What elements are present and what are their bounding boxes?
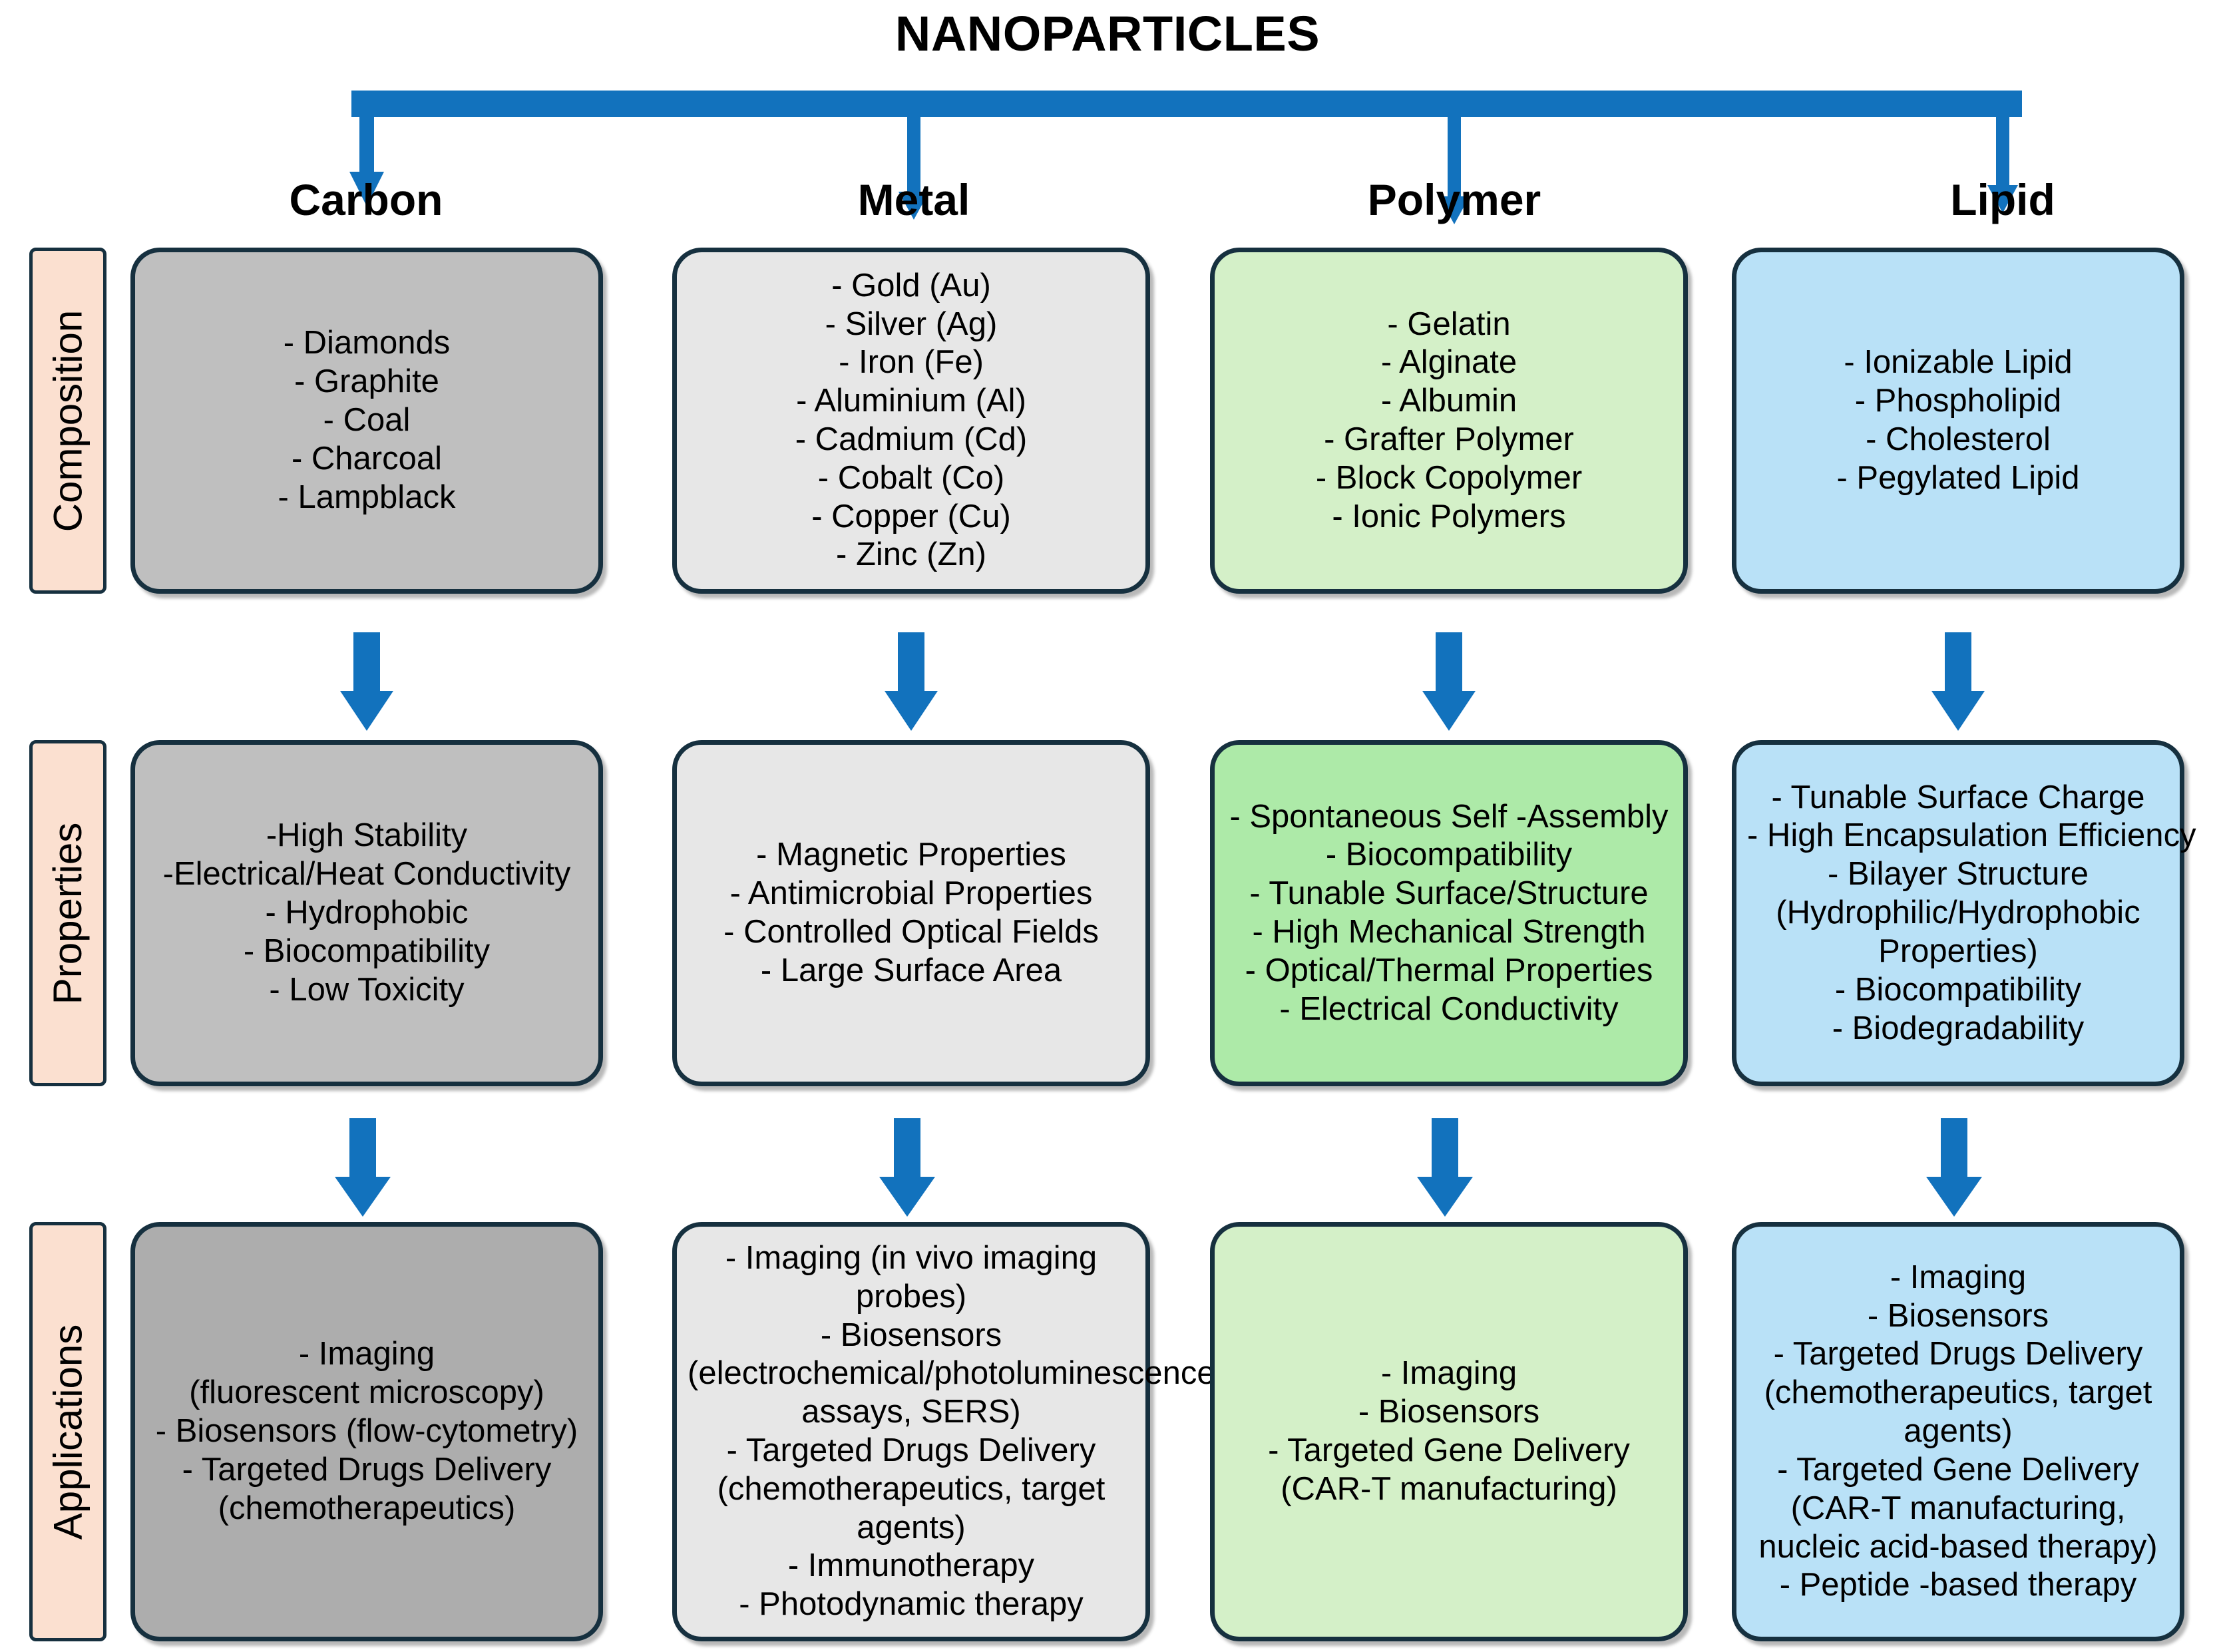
cell-line: - Spontaneous Self -Assembly <box>1229 798 1669 835</box>
cell-composition-carbon: - Diamonds - Graphite - Coal - Charcoal … <box>130 248 603 594</box>
cell-composition-metal: - Gold (Au) - Silver (Ag) - Iron (Fe) - … <box>672 248 1150 594</box>
cell-line: - Targeted Drugs Delivery (chemotherapeu… <box>1764 1336 2152 1450</box>
cell-properties-metal: - Magnetic Properties - Antimicrobial Pr… <box>672 740 1150 1086</box>
cell-line: - Antimicrobial Properties <box>729 875 1093 912</box>
cell-line: - Graphite <box>294 363 439 400</box>
cell-line: - Biosensors <box>1867 1297 2049 1334</box>
cell-line: - Phospholipid <box>1854 383 2062 419</box>
cell-line: - Zinc (Zn) <box>836 536 986 573</box>
cell-line: - Peptide -based therapy <box>1779 1567 2137 1603</box>
cell-composition-polymer: - Gelatin - Alginate - Albumin - Grafter… <box>1210 248 1688 594</box>
cell-properties-carbon: -High Stability -Electrical/Heat Conduct… <box>130 740 603 1086</box>
cell-line: - Silver (Ag) <box>825 306 998 342</box>
cell-properties-polymer: - Spontaneous Self -Assembly - Biocompat… <box>1210 740 1688 1086</box>
cell-line: - Biocompatibility <box>243 932 491 969</box>
cell-line: - Biodegradability <box>1832 1010 2085 1046</box>
cell-line: (fluorescent microscopy) <box>189 1374 544 1411</box>
cell-line: -High Stability <box>266 817 468 854</box>
column-header-metal: Metal <box>857 175 970 224</box>
cell-line: - Pegylated Lipid <box>1836 459 2080 496</box>
cell-line: - Biosensors (electrochemical/photolumin… <box>688 1317 1215 1430</box>
cell-line: (chemotherapeutics) <box>218 1490 516 1526</box>
cell-line: - Targeted Gene Delivery <box>1268 1432 1630 1468</box>
cell-line: - Photodynamic therapy <box>739 1586 1084 1623</box>
cell-line: - Optical/Thermal Properties <box>1245 952 1653 988</box>
cell-composition-lipid: - Ionizable Lipid - Phospholipid - Chole… <box>1732 248 2184 594</box>
cell-line: - Targeted Gene Delivery (CAR-T manufact… <box>1758 1451 2158 1565</box>
cell-line: - Biosensors <box>1358 1394 1540 1430</box>
cell-line: - Gelatin <box>1387 306 1511 342</box>
cell-line: - Imaging (in vivo imaging probes) <box>725 1239 1098 1315</box>
arrow-polymer-prop-to-app <box>1417 1118 1473 1217</box>
cell-line: - Biocompatibility <box>1325 837 1573 873</box>
cell-line: - Immunotherapy <box>787 1548 1035 1584</box>
row-label-composition: Composition <box>29 248 106 594</box>
cell-properties-lipid: - Tunable Surface Charge - High Encapsul… <box>1732 740 2196 1086</box>
cell-line: - High Encapsulation Efficiency <box>1747 817 2196 854</box>
cell-line: - Cholesterol <box>1866 421 2051 457</box>
cell-line: - Low Toxicity <box>269 971 465 1008</box>
arrow-carbon-prop-to-app <box>335 1118 391 1217</box>
arrow-carbon-comp-to-prop <box>340 632 393 731</box>
cell-line: - Biocompatibility <box>1834 971 2082 1008</box>
cell-applications-metal: - Imaging (in vivo imaging probes) - Bio… <box>672 1222 1215 1641</box>
cell-line: - Magnetic Properties <box>756 837 1066 873</box>
row-label-applications-text: Applications <box>45 1324 91 1540</box>
cell-line: - Ionic Polymers <box>1332 498 1566 534</box>
column-header-carbon: Carbon <box>289 175 443 224</box>
branch-connector <box>349 91 2022 224</box>
cell-line: - Tunable Surface Charge <box>1771 779 2145 815</box>
arrow-metal-prop-to-app <box>879 1118 935 1217</box>
cell-line: - Biosensors (flow-cytometry) <box>155 1413 578 1450</box>
cell-line: - Albumin <box>1380 383 1517 419</box>
cell-line: - Imaging <box>1890 1259 2027 1295</box>
cell-line: - Iron (Fe) <box>839 344 984 381</box>
cell-line: - Targeted Drugs Delivery (chemotherapeu… <box>717 1432 1106 1546</box>
row-label-applications: Applications <box>29 1222 106 1641</box>
cell-applications-carbon: - Imaging (fluorescent microscopy) - Bio… <box>130 1222 603 1641</box>
cell-line: (CAR-T manufacturing) <box>1281 1470 1617 1507</box>
column-header-lipid: Lipid <box>1950 175 2055 224</box>
cell-line: - Tunable Surface/Structure <box>1249 875 1649 912</box>
arrow-polymer-comp-to-prop <box>1422 632 1476 731</box>
cell-line: - Alginate <box>1380 344 1517 381</box>
cell-line: - Grafter Polymer <box>1324 421 1574 457</box>
cell-line: - Bilayer Structure <box>1827 856 2089 893</box>
cell-line: - Aluminium (Al) <box>796 383 1026 419</box>
cell-line: - Imaging <box>1380 1355 1517 1392</box>
cell-line: - Cobalt (Co) <box>817 459 1005 496</box>
cell-line: - Hydrophobic <box>265 895 469 931</box>
cell-line: - Electrical Conductivity <box>1279 990 1619 1027</box>
cell-line: (Hydrophilic/Hydrophobic <box>1776 895 2140 931</box>
cell-line: - Charcoal <box>291 440 443 477</box>
cell-line: - Large Surface Area <box>760 952 1062 988</box>
cell-applications-polymer: - Imaging - Biosensors - Targeted Gene D… <box>1210 1222 1688 1641</box>
cell-line: Properties) <box>1878 932 2038 969</box>
row-label-properties: Properties <box>29 740 106 1086</box>
cell-line: - Cadmium (Cd) <box>795 421 1028 457</box>
page-title: NANOPARTICLES <box>895 6 1320 61</box>
cell-line: - Targeted Drugs Delivery <box>182 1451 552 1488</box>
cell-line: - Block Copolymer <box>1315 459 1583 496</box>
arrow-metal-comp-to-prop <box>885 632 938 731</box>
row-label-properties-text: Properties <box>45 822 91 1004</box>
cell-line: - Imaging <box>298 1336 435 1372</box>
cell-line: - Controlled Optical Fields <box>723 914 1099 950</box>
cell-line: -Electrical/Heat Conductivity <box>162 856 571 893</box>
cell-line: - High Mechanical Strength <box>1252 914 1646 950</box>
column-header-polymer: Polymer <box>1367 175 1541 224</box>
cell-line: - Lampblack <box>278 479 456 515</box>
arrow-lipid-prop-to-app <box>1926 1118 1982 1217</box>
cell-line: - Copper (Cu) <box>811 498 1011 534</box>
cell-line: - Diamonds <box>283 325 451 361</box>
cell-line: - Gold (Au) <box>831 267 991 304</box>
arrow-lipid-comp-to-prop <box>1931 632 1985 731</box>
cell-line: - Ionizable Lipid <box>1844 344 2073 381</box>
row-label-composition-text: Composition <box>45 310 91 532</box>
cell-applications-lipid: - Imaging - Biosensors - Targeted Drugs … <box>1732 1222 2184 1641</box>
cell-line: - Coal <box>323 402 411 439</box>
